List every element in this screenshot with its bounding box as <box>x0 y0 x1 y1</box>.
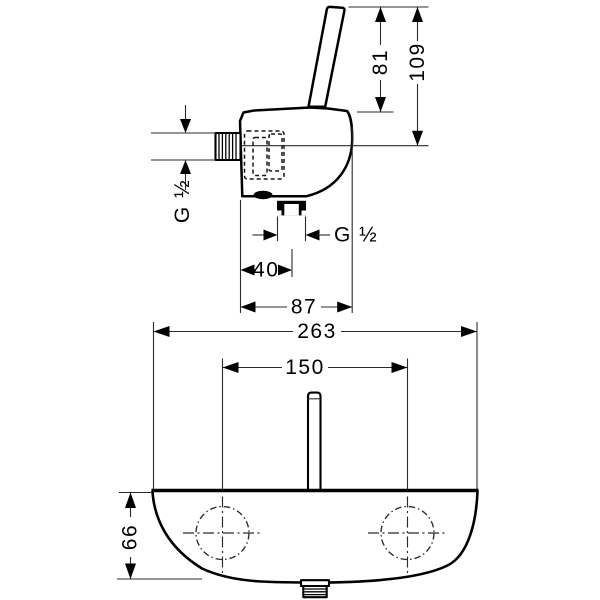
arrowhead-left <box>240 301 256 313</box>
arrowhead-right <box>278 264 292 276</box>
mixer-body-outline <box>238 106 354 198</box>
dim-label-outlet-thread: G ½ <box>334 224 378 247</box>
dim-label-150: 150 <box>285 356 325 379</box>
dim-outlet-offset: 40 <box>240 249 293 282</box>
arrowhead-right <box>461 326 477 337</box>
arrowhead-left <box>153 326 170 337</box>
arrowhead-left <box>305 229 320 241</box>
cartridge-dashed-outline <box>243 130 285 180</box>
dim-label-40: 40 <box>253 259 279 282</box>
arrowhead-down <box>125 563 136 579</box>
outlet-fitting-opening <box>284 204 299 216</box>
arrowhead-down <box>180 119 191 133</box>
bottom-outlet-hatch <box>304 588 326 596</box>
dim-label-109: 109 <box>406 42 429 82</box>
lever-front-outline <box>306 391 322 490</box>
dim-lever-height: 81 <box>348 6 429 113</box>
arrowhead-right <box>391 362 408 373</box>
arrowhead-left <box>222 362 239 373</box>
outlet-fitting <box>277 200 306 216</box>
arrowhead-up <box>180 160 191 174</box>
dim-body-height: 66 <box>117 491 202 580</box>
arrowhead-down <box>412 130 423 146</box>
dim-overall-height: 109 <box>406 7 429 146</box>
arrowhead-left <box>240 264 255 276</box>
arrowhead-right <box>263 229 278 241</box>
bottom-outlet-fitting <box>299 579 331 599</box>
arrowhead-up <box>412 7 423 22</box>
dim-label-inlet-thread: G ½ <box>171 179 194 223</box>
connection-left <box>183 496 262 575</box>
connection-right <box>368 496 447 575</box>
outlet-fitting-notch-right <box>301 210 306 216</box>
dim-overall-width: 263 <box>152 320 478 489</box>
lever-front <box>306 391 322 490</box>
dim-label-81: 81 <box>369 49 392 75</box>
arrowhead-up <box>375 7 386 22</box>
side-view: G ½ 81 109 G ½ <box>151 5 429 319</box>
arrowhead-right <box>337 301 353 313</box>
escutcheon-outline <box>151 489 479 584</box>
arrowhead-up <box>125 492 136 508</box>
cartridge-hidden-detail <box>243 130 285 180</box>
front-view: 263 150 <box>117 320 479 599</box>
underside-button-detail <box>253 190 273 200</box>
outlet-fitting-notch-left <box>277 210 282 216</box>
dim-depth: 87 <box>239 127 353 319</box>
cartridge-dashed-inner-right <box>268 133 283 172</box>
dim-label-66: 66 <box>119 524 142 550</box>
dim-connection-centers: 150 <box>221 356 409 489</box>
arrowhead-down <box>375 97 386 112</box>
dim-inlet-thread: G ½ <box>151 105 216 223</box>
inlet-thread-fitting <box>214 131 242 162</box>
dim-label-87: 87 <box>291 296 317 319</box>
inlet-thread-hatch <box>218 134 237 160</box>
lever-handle <box>307 5 346 109</box>
cartridge-dashed-inner-left <box>252 136 268 177</box>
dim-outlet-thread: G ½ <box>252 216 378 247</box>
dim-label-263: 263 <box>297 320 337 343</box>
